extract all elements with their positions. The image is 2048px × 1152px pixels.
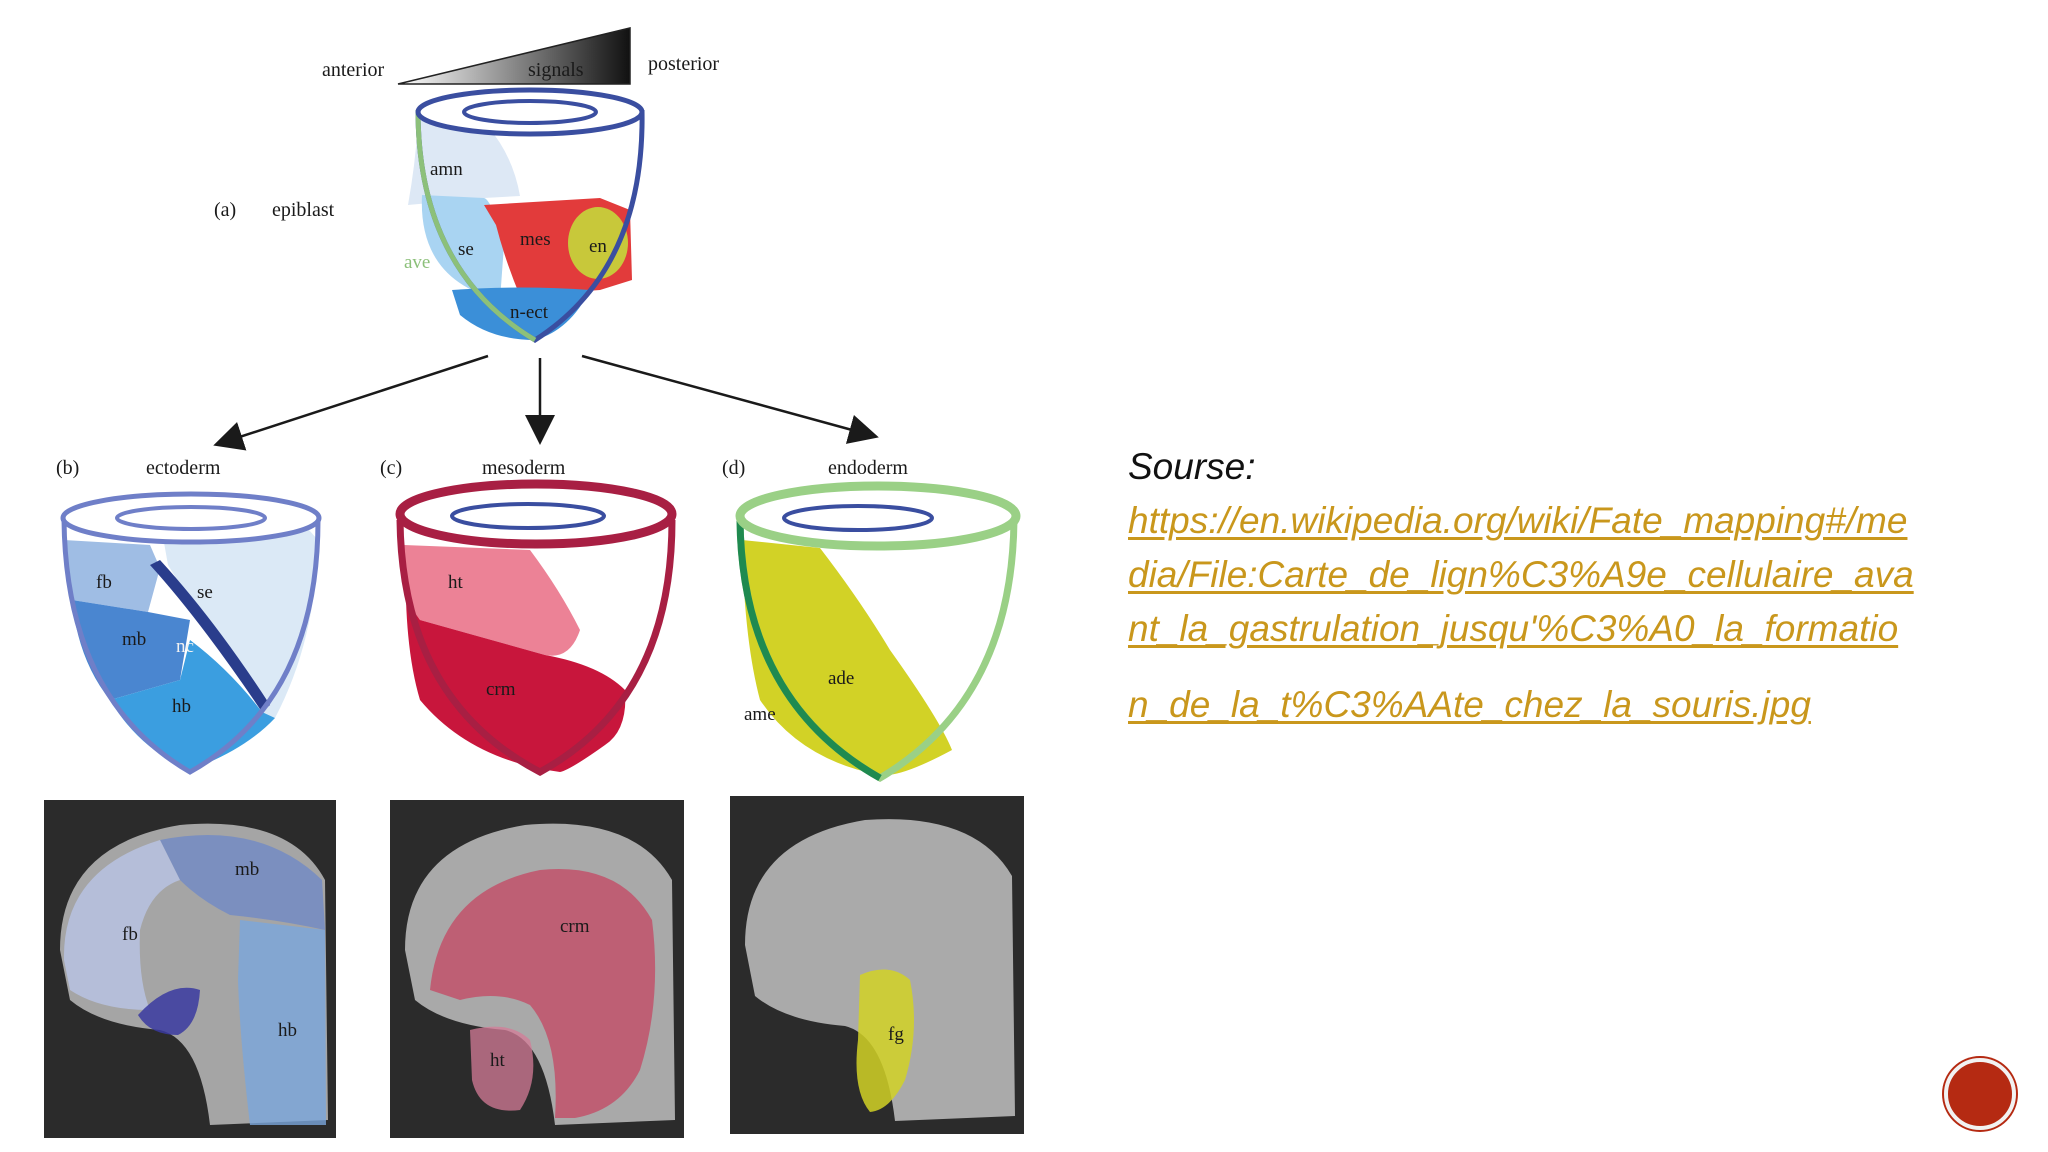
signal-gradient-wedge bbox=[397, 27, 631, 85]
ecto-mb-region bbox=[72, 600, 190, 700]
photo-b-nc-overlay bbox=[138, 987, 200, 1035]
gradient-signals-label: signals bbox=[528, 59, 584, 81]
panel-a-title: epiblast bbox=[272, 199, 335, 221]
label-nc: nc bbox=[176, 636, 194, 657]
source-title: Sourse: bbox=[1128, 446, 1256, 487]
source-link-line-4[interactable]: n_de_la_t%C3%AAte_chez_la_souris.jpg bbox=[1128, 684, 1811, 725]
epiblast-se-region bbox=[421, 195, 504, 300]
photo-b-mb-overlay bbox=[160, 835, 325, 930]
meso-crm-region bbox=[406, 600, 626, 772]
panel-d-title: endoderm bbox=[828, 457, 908, 479]
label-ade: ade bbox=[828, 668, 854, 689]
photo-d-fg-overlay bbox=[856, 969, 914, 1112]
signal-gradient: anterior signals posterior bbox=[322, 27, 719, 85]
label-ht-c: ht bbox=[448, 572, 464, 593]
panel-b-letter: (b) bbox=[56, 457, 79, 479]
epiblast-cup-inner-rim bbox=[462, 99, 598, 125]
photo-b-label-fb: fb bbox=[122, 924, 138, 945]
gradient-anterior-label: anterior bbox=[322, 59, 385, 81]
source-citation: Sourse: https://en.wikipedia.org/wiki/Fa… bbox=[1128, 440, 1968, 732]
label-mes: mes bbox=[520, 229, 551, 250]
epiblast-amnion-region bbox=[408, 118, 520, 205]
ecto-cup-inner-rim bbox=[115, 505, 267, 531]
endo-ade-region bbox=[742, 540, 952, 776]
label-amn: amn bbox=[430, 159, 463, 180]
photo-c-label-crm: crm bbox=[560, 916, 590, 937]
photo-c-crm-overlay bbox=[430, 869, 656, 1118]
slide-nav-button[interactable] bbox=[1944, 1058, 2016, 1130]
meso-cup-rim bbox=[395, 479, 677, 549]
photo-b-label-mb: mb bbox=[235, 859, 259, 880]
label-hb: hb bbox=[172, 696, 191, 717]
label-se-a: se bbox=[458, 239, 474, 260]
label-fb: fb bbox=[96, 572, 112, 593]
label-mb: mb bbox=[122, 629, 146, 650]
meso-cup-outline bbox=[396, 519, 676, 776]
ecto-cup-rim bbox=[60, 491, 322, 545]
label-ame: ame bbox=[744, 704, 776, 725]
panel-c-letter: (c) bbox=[380, 457, 402, 479]
arrow-to-endoderm bbox=[581, 354, 879, 444]
label-ave: ave bbox=[404, 252, 430, 273]
panel-a-epiblast: (a) epiblast amn se mes en n-ect ave bbox=[214, 87, 645, 343]
photo-b-ectoderm: mb fb hb bbox=[44, 800, 336, 1138]
epiblast-ave-edge bbox=[415, 109, 537, 343]
label-se-b: se bbox=[197, 582, 213, 603]
photo-c-ht-overlay bbox=[470, 1026, 534, 1111]
endo-cup-inner-rim bbox=[782, 504, 934, 532]
ecto-se-region bbox=[160, 520, 318, 718]
source-link-line-2[interactable]: dia/File:Carte_de_lign%C3%A9e_cellulaire… bbox=[1128, 554, 1914, 595]
gradient-posterior-label: posterior bbox=[648, 53, 719, 75]
source-link-line-3[interactable]: nt_la_gastrulation_jusqu'%C3%A0_la_forma… bbox=[1128, 608, 1899, 649]
epiblast-cup-rim bbox=[415, 87, 645, 137]
photo-b-fb-overlay bbox=[63, 840, 180, 1010]
panel-b-title: ectoderm bbox=[146, 457, 221, 479]
ecto-fb-region bbox=[64, 540, 160, 612]
panel-c-mesoderm: (c) mesoderm ht crm bbox=[380, 457, 677, 776]
arrow-to-ectoderm bbox=[213, 354, 489, 451]
photo-c-mesoderm: crm ht bbox=[390, 800, 684, 1138]
epiblast-en-region bbox=[568, 207, 628, 279]
photo-b-label-hb: hb bbox=[278, 1020, 297, 1041]
label-nect: n-ect bbox=[510, 302, 549, 323]
panel-d-endoderm: (d) endoderm ade ame bbox=[722, 457, 1021, 783]
photo-b-hb-overlay bbox=[238, 920, 326, 1125]
ecto-cup-outline bbox=[61, 519, 321, 775]
meso-cup-inner-rim bbox=[450, 502, 606, 530]
panel-d-letter: (d) bbox=[722, 457, 745, 479]
meso-ht-region bbox=[404, 545, 580, 656]
label-crm-c: crm bbox=[486, 679, 516, 700]
lineage-arrows bbox=[213, 354, 879, 451]
panel-a-letter: (a) bbox=[214, 199, 236, 221]
endo-ame-edge bbox=[736, 519, 882, 782]
label-en: en bbox=[589, 236, 607, 257]
ecto-hb-region bbox=[110, 640, 275, 770]
panel-c-title: mesoderm bbox=[482, 457, 566, 479]
panel-b-ectoderm: (b) ectoderm fb se mb nc hb bbox=[56, 457, 322, 775]
source-link-line-1[interactable]: https://en.wikipedia.org/wiki/Fate_mappi… bbox=[1128, 500, 1908, 541]
ecto-nc-band bbox=[150, 560, 270, 712]
photo-d-label-fg: fg bbox=[888, 1024, 904, 1045]
photo-c-label-ht: ht bbox=[490, 1050, 506, 1071]
endo-cup-rim bbox=[735, 481, 1021, 551]
photo-d-endoderm: fg bbox=[730, 796, 1024, 1134]
